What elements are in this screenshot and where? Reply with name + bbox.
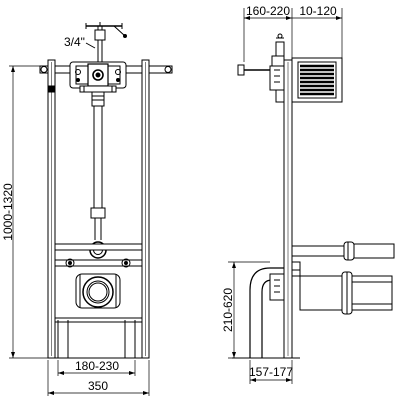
frame-height-dimension (9, 65, 48, 359)
outlet-depth-label: 157-177 (249, 365, 293, 379)
outlet-spacing-label: 180-230 (75, 359, 119, 373)
cistern-depth-label: 10-120 (299, 4, 337, 18)
side-valve-assembly (237, 33, 285, 103)
connection-leader (85, 42, 96, 49)
horizontal-outlet-pipe (291, 241, 395, 261)
outlet-elbow (249, 267, 285, 358)
cistern (291, 57, 343, 103)
flush-pipe (89, 91, 107, 259)
wall-offset-dimension (243, 8, 293, 62)
outlet-depth-dimension (249, 360, 293, 384)
waste-pipe (299, 271, 393, 315)
front-mid-crossbar (54, 243, 143, 251)
outlet-height-dimension (228, 261, 270, 359)
frame-width-dimension (47, 360, 150, 396)
outlet-spacing-dimension (57, 360, 136, 376)
shutoff-valve (85, 22, 127, 62)
connection-label: 3/4" (64, 35, 85, 49)
outlet-bend (75, 273, 121, 309)
cistern-depth-dimension (292, 8, 343, 58)
wall-offset-label: 160-220 (246, 4, 290, 18)
bolt-bar (54, 258, 143, 268)
frame-height-label: 1000-1320 (1, 183, 15, 241)
front-view (9, 22, 173, 396)
side-connector (291, 261, 301, 277)
left-mounting-lug (40, 66, 48, 73)
rating-plate (47, 85, 56, 93)
side-view (228, 8, 395, 384)
valve-block (69, 61, 127, 93)
frame-width-label: 350 (88, 379, 108, 393)
outlet-height-label: 210-620 (221, 288, 235, 332)
right-mounting-lug (164, 66, 172, 73)
